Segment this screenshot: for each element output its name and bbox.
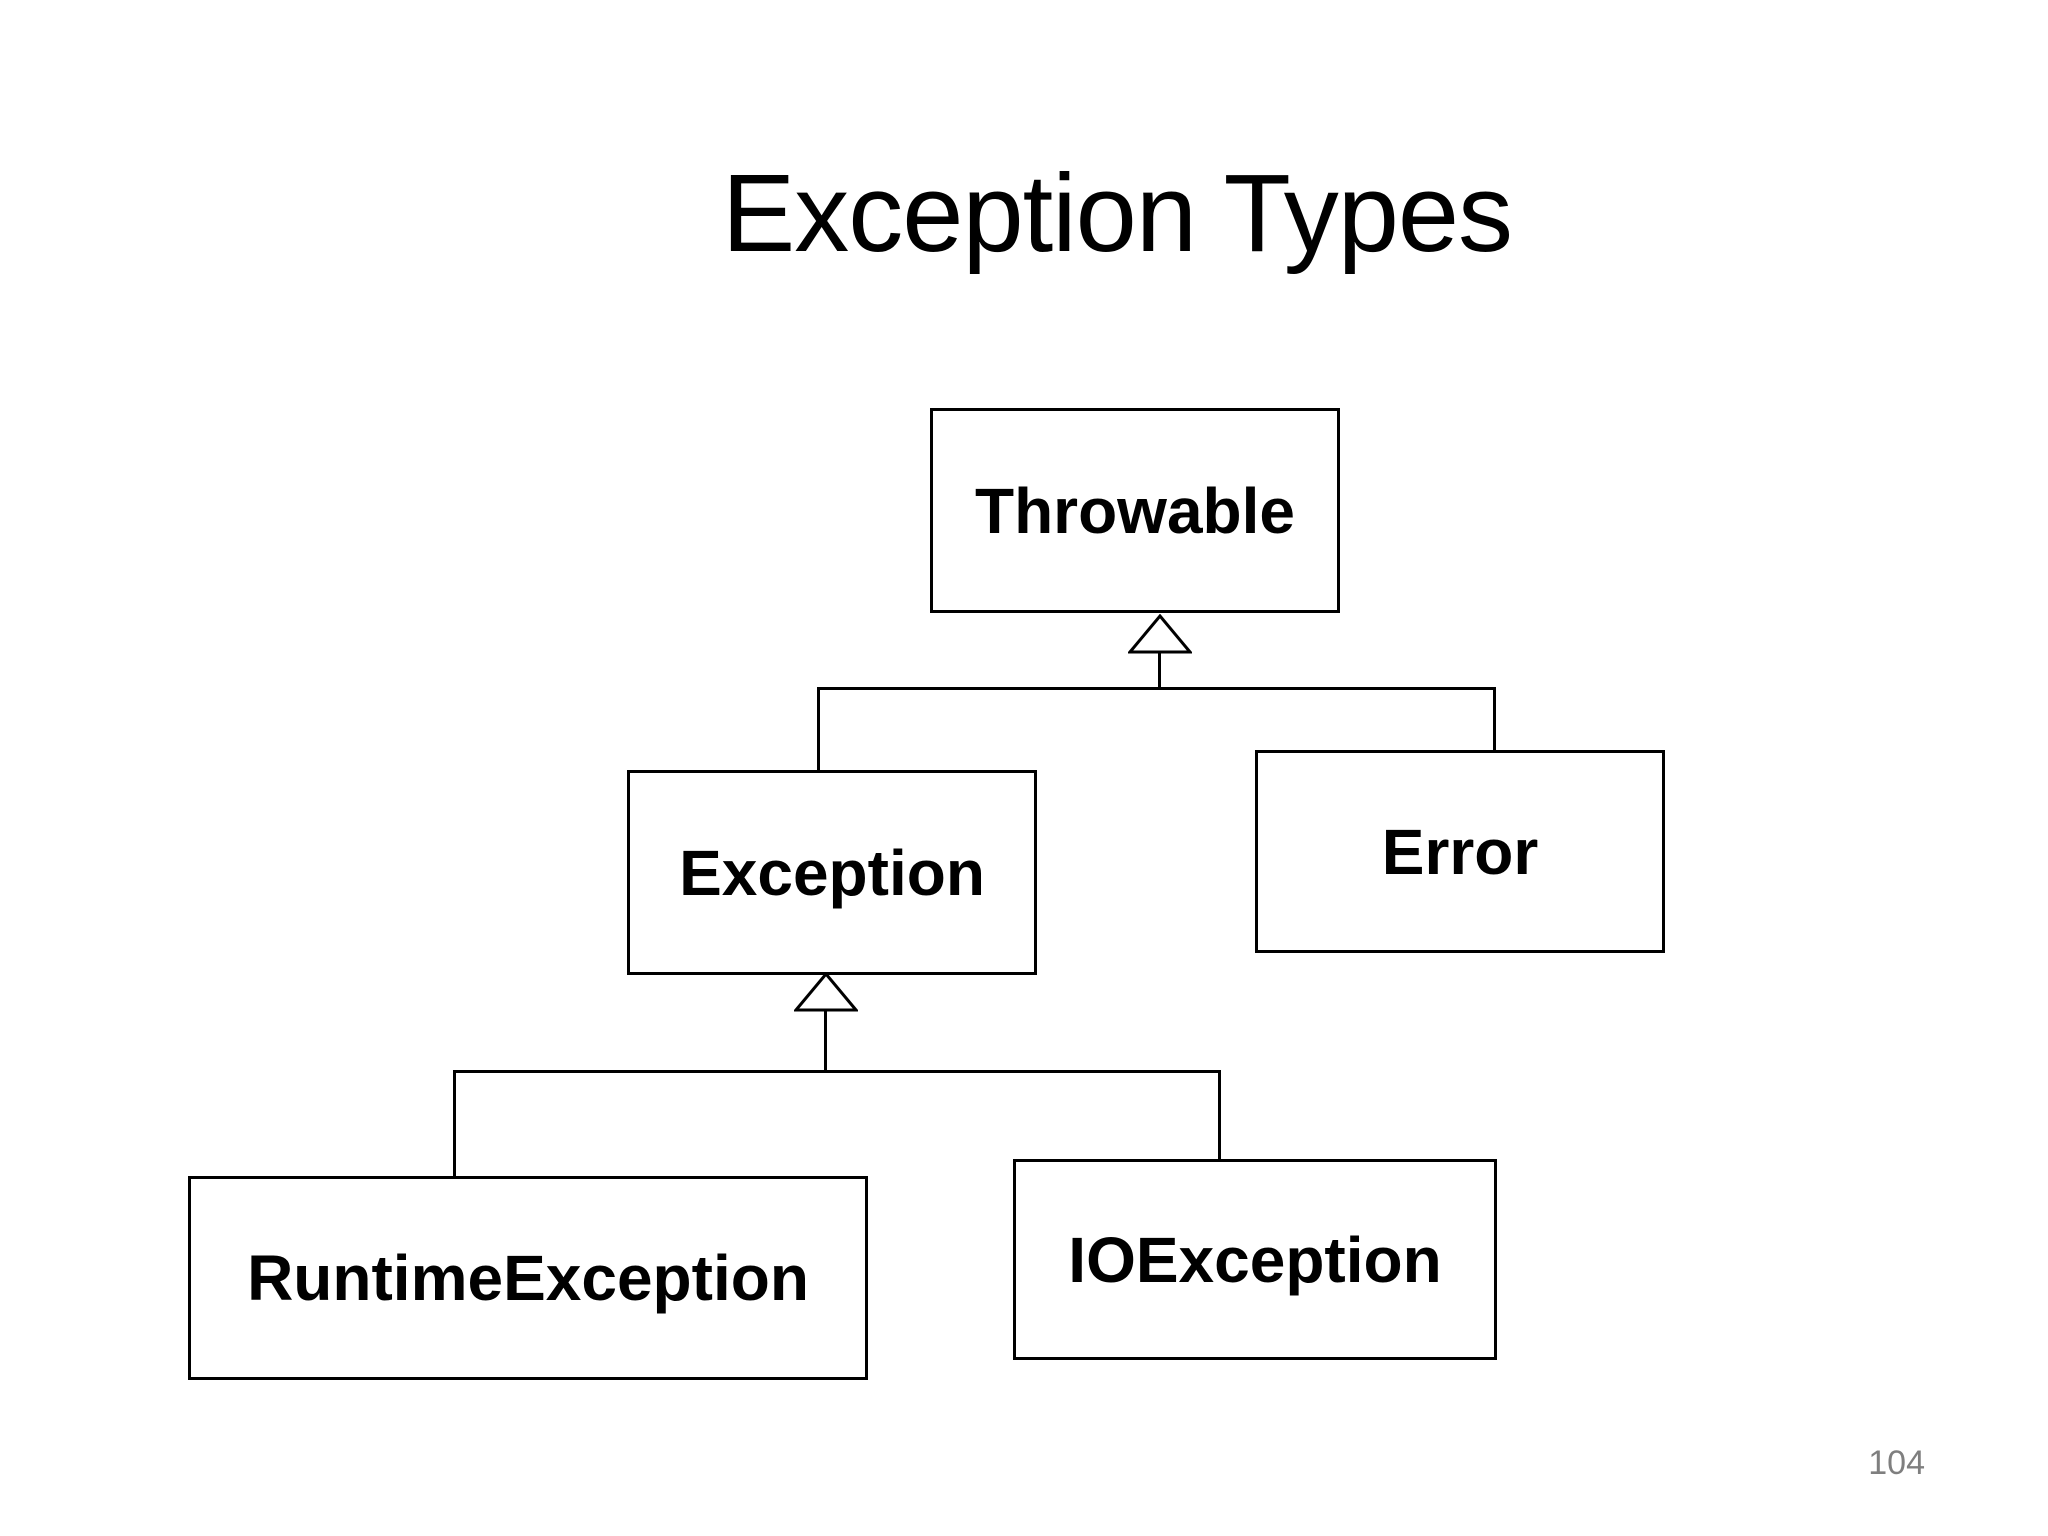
class-box-io-exception: IOException: [1013, 1159, 1497, 1360]
class-label-error: Error: [1381, 815, 1539, 888]
class-label-throwable: Throwable: [974, 474, 1296, 547]
class-box-runtime-exception: RuntimeException: [188, 1176, 868, 1380]
class-box-error: Error: [1255, 750, 1665, 953]
connector-throwable-children-rail: [820, 687, 1496, 690]
class-box-throwable: Throwable: [930, 408, 1340, 613]
inheritance-arrow-icon: [794, 972, 858, 1012]
slide-page-number: 104: [1868, 1444, 1925, 1482]
connector-exception-stem: [824, 1011, 827, 1073]
connector-drop-to-io-exception: [1218, 1070, 1221, 1162]
connector-throwable-stem: [1158, 652, 1161, 690]
slide-title: Exception Types: [721, 152, 1513, 275]
connector-drop-to-error: [1493, 687, 1496, 753]
class-box-exception: Exception: [627, 770, 1037, 975]
inheritance-arrow-icon: [1128, 614, 1192, 654]
connector-drop-to-exception: [817, 687, 820, 773]
connector-drop-to-runtime-exception: [453, 1070, 456, 1179]
class-label-runtime-exception: RuntimeException: [247, 1242, 809, 1314]
class-label-exception: Exception: [679, 836, 985, 909]
class-label-io-exception: IOException: [1068, 1223, 1442, 1296]
connector-exception-children-rail: [454, 1070, 1221, 1073]
